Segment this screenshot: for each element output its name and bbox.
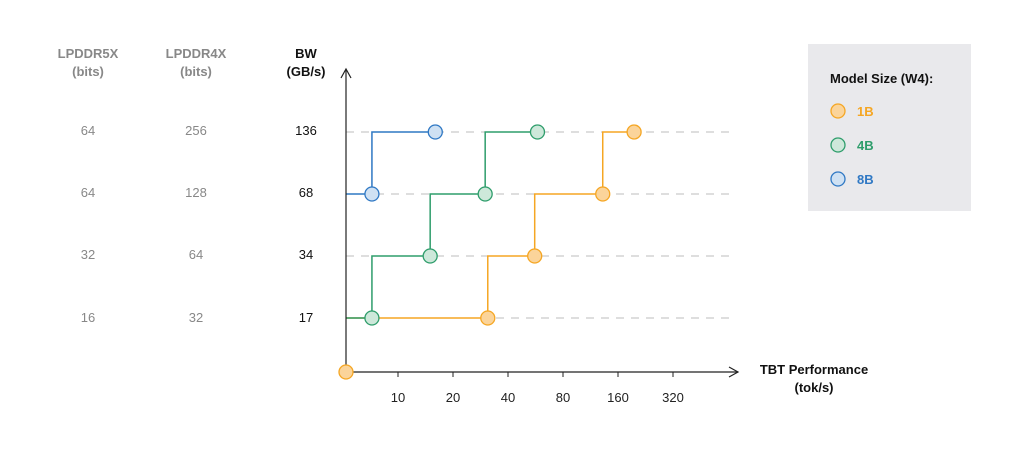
origin-point (338, 364, 354, 380)
y-tick-label: 34 (299, 247, 313, 262)
lpddr5x-cell: 32 (81, 247, 95, 262)
x-tick-label: 80 (556, 390, 570, 405)
lpddr5x-cell: 64 (81, 123, 95, 138)
data-point-4B (477, 186, 493, 202)
series-line-1B (346, 131, 635, 319)
data-point-4B (422, 248, 438, 264)
legend-label: 1B (857, 104, 874, 119)
x-tick-label: 10 (391, 390, 405, 405)
data-point-1B (595, 186, 611, 202)
y-tick-label: 17 (299, 310, 313, 325)
lpddr5x-cell: 64 (81, 185, 95, 200)
x-axis-title-line1: TBT Performance (760, 362, 868, 377)
grid-lines (346, 131, 730, 319)
lpddr4x-cell: 256 (185, 123, 207, 138)
lpddr4x-cell: 32 (189, 310, 203, 325)
data-point-8B (427, 124, 443, 140)
data-point-1B (626, 124, 642, 140)
y-tick-label: 136 (295, 123, 317, 138)
series-line-4B (346, 131, 538, 319)
x-tick-label: 40 (501, 390, 515, 405)
axes (340, 67, 740, 378)
x-tick-label: 320 (662, 390, 684, 405)
lpddr5x-header-line2: (bits) (72, 64, 104, 79)
legend-label: 8B (857, 172, 874, 187)
x-tick-label: 20 (446, 390, 460, 405)
legend-label: 4B (857, 138, 874, 153)
legend-marker (830, 137, 846, 153)
y-tick-label: 68 (299, 185, 313, 200)
lpddr5x-header-line1: LPDDR5X (58, 46, 119, 61)
data-point-1B (527, 248, 543, 264)
data-point-8B (364, 186, 380, 202)
data-point-4B (364, 310, 380, 326)
y-axis-arrow (340, 67, 352, 79)
data-point-4B (529, 124, 546, 140)
x-axis-title-line2: (tok/s) (795, 380, 834, 395)
x-tick-label: 160 (607, 390, 629, 405)
series-lines (346, 131, 635, 319)
series-line-8B (346, 131, 436, 195)
bw-header-line2: (GB/s) (287, 64, 326, 79)
lpddr4x-header-line1: LPDDR4X (166, 46, 227, 61)
x-axis-arrow (728, 366, 740, 378)
data-point-1B (480, 310, 496, 326)
data-points (338, 124, 642, 380)
lpddr4x-header-line2: (bits) (180, 64, 212, 79)
lpddr5x-cell: 16 (81, 310, 95, 325)
legend-box (808, 44, 971, 211)
x-ticks: 10 20 40 80 160 320 (391, 372, 684, 405)
legend-marker (830, 103, 846, 119)
legend-title: Model Size (W4): (830, 71, 933, 86)
legend-marker (830, 171, 846, 187)
bw-header-line1: BW (295, 46, 317, 61)
lpddr4x-cell: 128 (185, 185, 207, 200)
lpddr4x-cell: 64 (189, 247, 203, 262)
legend: Model Size (W4): 1B 4B 8B (808, 44, 971, 211)
